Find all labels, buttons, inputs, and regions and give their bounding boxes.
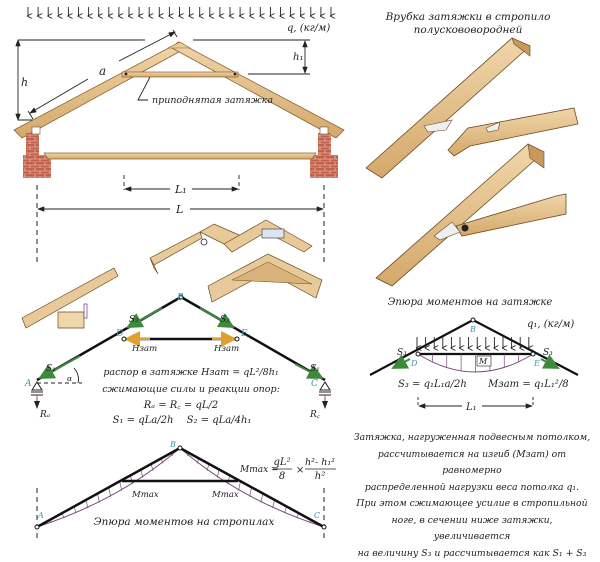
rafter-moment-hatch (50, 453, 312, 523)
rafter-moment-diagram: B A C Mmax Mmax Mmax = qL² 8 × h²- h₁² h… (35, 440, 336, 540)
node-c-label: C (311, 379, 318, 389)
formula-reactions: Rₐ = R꜀ = qL/2 (143, 400, 219, 411)
hatch-line (120, 481, 122, 490)
angle-arc (74, 368, 79, 383)
s1-right-label: S₁ (310, 364, 320, 374)
tie-node-b: B (469, 325, 476, 334)
explanation-line: распределенной нагрузки веса потолка q₁. (352, 480, 592, 497)
left-mauerlat (32, 127, 40, 134)
explanation-line: При этом сжимающее усилие в стропильной (352, 496, 592, 513)
dimension-L1: L₁ (124, 175, 239, 196)
s3-right-label: S₃ (543, 348, 553, 358)
h-tie-right-label: Hзат (213, 344, 239, 354)
ra-label: Rₐ (39, 410, 50, 420)
formula-caption: сжимающие силы и реакции опор: (102, 384, 280, 395)
distributed-load-arrows (28, 7, 331, 16)
hatch-line (109, 487, 111, 496)
frac1-num: qL² (273, 457, 290, 468)
m-label: M (478, 357, 488, 366)
angle-label: α (67, 374, 72, 383)
frac2-num: h²- h₁² (305, 457, 335, 468)
dim-L1-label: L₁ (174, 183, 187, 196)
node-b-label: B (176, 293, 184, 303)
mmax-right-label: Mmax (211, 490, 239, 500)
ceiling-beam (44, 153, 316, 159)
tie-moment-title: Эпюра моментов на затяжке (388, 297, 553, 308)
mmax-left-label: Mmax (131, 490, 159, 500)
frac2-den: h² (315, 471, 325, 482)
tie-piece (448, 108, 578, 156)
dim-L-label: L (175, 203, 183, 216)
right-mauerlat (320, 127, 328, 134)
formula-s3: S₃ = q₁L₁a/2h (398, 379, 467, 390)
s1-left-label: S₁ (46, 364, 56, 374)
hatch-line (97, 494, 99, 503)
tie-load-label: q₁, (кг/м) (527, 319, 574, 330)
tie-node-e: E (533, 359, 540, 368)
right-brick-wall-base (310, 155, 338, 178)
times-sign: × (296, 465, 304, 476)
node-a-label: A (24, 379, 32, 389)
tie-callout-label: приподнятая затяжка (152, 95, 273, 106)
rafter-node-a: A (37, 511, 44, 520)
roof-section: q, (кг/м) h h₁ a (14, 7, 344, 262)
support-a (31, 382, 43, 408)
formula-tie-thrust: распор в затяжке Hзат = qL²/8h₁ (103, 367, 278, 378)
joint-title-line1: Врубка затяжки в стропило (385, 11, 551, 23)
tie-moment-hatch (432, 354, 518, 372)
support-c (319, 382, 331, 408)
left-rafter (14, 42, 186, 138)
bolt-nut-icon (462, 225, 469, 232)
raised-tie-beam (122, 72, 238, 77)
rafter-node-b: B (169, 440, 176, 449)
explanation-line: на величину S₃ и рассчитывается как S₁ +… (352, 546, 592, 562)
rc-label: R꜀ (309, 410, 321, 420)
hatch-line (261, 493, 263, 502)
beam-sketch-1 (150, 232, 202, 265)
joint-title-line2: полускововородней (414, 24, 523, 36)
node-e-label: E (240, 329, 248, 339)
tie-node-d: D (410, 359, 418, 368)
tie-dim-L1: L₁ (465, 402, 477, 413)
ridge-block (168, 42, 190, 48)
hatch-line (250, 487, 252, 496)
explanation-line: Затяжка, нагруженная подвесным потолком, (352, 430, 592, 447)
bolt-icon (201, 239, 207, 245)
upper-rafter-piece (366, 38, 530, 178)
dim-h-label: h (21, 76, 28, 89)
dim-h1-label: h₁ (293, 52, 303, 63)
mmax-formula: Mmax = qL² 8 × h²- h₁² h² (239, 457, 336, 482)
rafter-moment-title: Эпюра моментов на стропилах (94, 516, 275, 528)
h-tie-left-label: Hзат (131, 344, 157, 354)
s3-left-label: S₃ (397, 348, 407, 358)
joint-detail: Врубка затяжки в стропило полускововород… (366, 11, 578, 286)
formula-s2: S₂ = qLa/4h₁ (187, 415, 252, 426)
formula-s1: S₁ = qLa/2h (113, 415, 174, 426)
explanation-text: Затяжка, нагруженная подвесным потолком,… (352, 430, 592, 562)
s2-left-label: S₂ (129, 315, 139, 325)
right-rafter (172, 42, 344, 138)
tie-callout-leader (138, 77, 150, 100)
tie-load-arrows (417, 337, 529, 348)
frac1-den: 8 (279, 471, 285, 482)
node-d-label: D (115, 329, 123, 339)
load-label: q, (кг/м) (287, 23, 330, 34)
dim-a-label: a (99, 64, 106, 78)
formula-m-tie: Mзат = q₁L₁²/8 (487, 379, 569, 390)
s2-right-label: S₂ (220, 315, 230, 325)
left-brick-wall-base (23, 155, 51, 178)
explanation-line: ноге, в сечении ниже затяжки, увеличивае… (352, 513, 592, 546)
hatch-line (238, 481, 240, 490)
metal-plate-icon (262, 229, 284, 238)
tie-moment-diagram: Эпюра моментов на затяжке q₁, (кг/м) M B… (370, 297, 578, 413)
explanation-line: рассчитывается на изгиб (Mзат) от равном… (352, 447, 592, 480)
joint-sketches-center (22, 220, 322, 328)
rafter-node-c: C (314, 511, 320, 520)
